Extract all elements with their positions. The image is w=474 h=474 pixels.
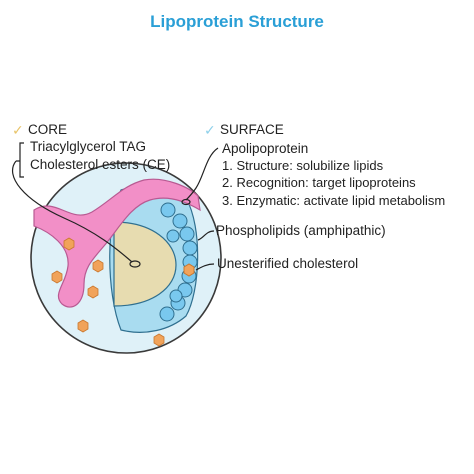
apolipoprotein-label: Apolipoprotein <box>222 141 308 156</box>
lipid-core <box>113 221 177 307</box>
cholesterol-icon <box>92 259 104 273</box>
phospholipid-head <box>159 306 175 322</box>
cholesterol-leader-line <box>195 263 215 271</box>
apolipoprotein-function: 1. Structure: solubilize lipids <box>222 158 384 173</box>
core-heading: CORE <box>28 122 67 137</box>
phospholipid-head <box>179 226 195 242</box>
apolipoprotein-pointer <box>181 198 191 206</box>
phospholipid-head <box>166 229 180 243</box>
surface-check-icon: ✓ <box>204 123 216 139</box>
cholesterol-icon <box>183 263 195 277</box>
core-item-ce: Cholesterol esters (CE) <box>30 157 170 172</box>
cholesterol-icon <box>51 270 63 284</box>
phospholipid-head <box>160 202 176 218</box>
cholesterol-label: Unesterified cholesterol <box>217 256 358 271</box>
phospholipid-head <box>169 289 183 303</box>
apolipoprotein-function: 3. Enzymatic: activate lipid metabolism <box>222 193 445 208</box>
core-leader-line <box>11 160 133 263</box>
phospholipid-head <box>182 240 198 256</box>
core-bracket <box>16 142 24 178</box>
phospholipid-head <box>172 213 188 229</box>
cholesterol-icon <box>87 285 99 299</box>
phospholipids-leader-line <box>197 230 215 241</box>
phospholipids-label: Phospholipids (amphipathic) <box>216 223 386 238</box>
apolipoprotein-ribbon <box>33 178 201 308</box>
diagram-title: Lipoprotein Structure <box>150 12 324 31</box>
cholesterol-molecules <box>51 237 195 347</box>
cholesterol-icon <box>63 237 75 251</box>
cholesterol-icon <box>77 319 89 333</box>
core-pointer <box>129 260 141 268</box>
cholesterol-icon <box>153 333 165 347</box>
phospholipid-heads <box>159 202 198 322</box>
core-item-tag: Triacylglycerol TAG <box>30 139 146 154</box>
apolipoprotein-function: 2. Recognition: target lipoproteins <box>222 175 416 190</box>
core-check-icon: ✓ <box>12 123 24 139</box>
apolipoprotein-leader-line <box>185 147 219 201</box>
surface-heading: SURFACE <box>220 122 284 137</box>
